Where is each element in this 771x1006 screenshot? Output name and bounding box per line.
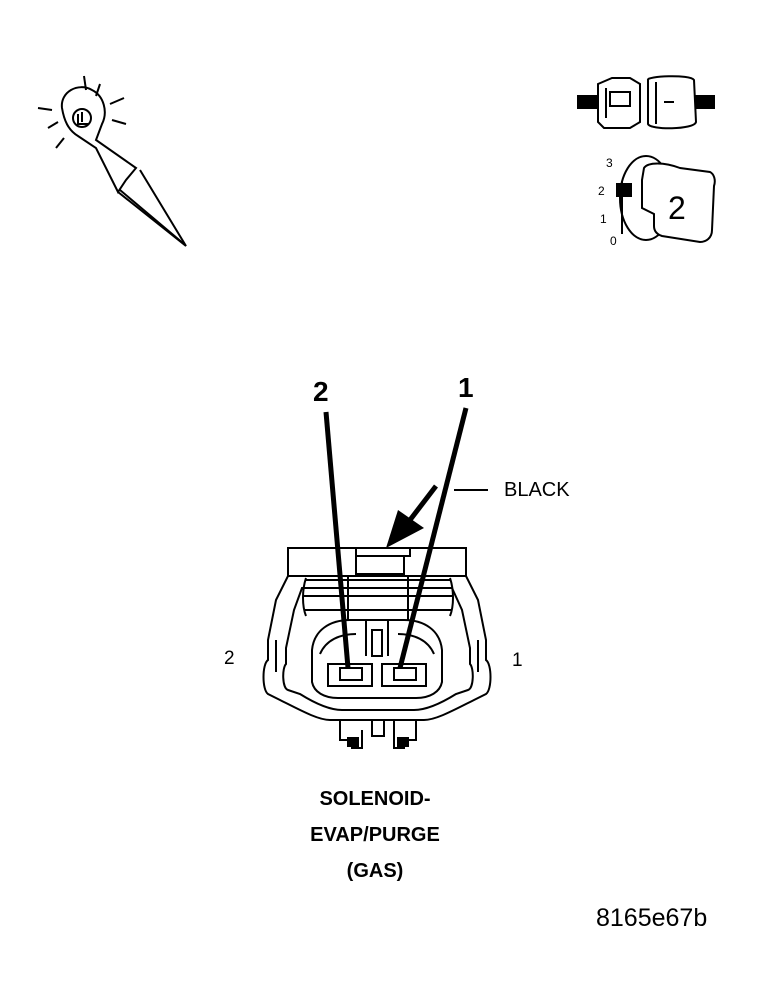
- ignition-key-position: 2: [668, 190, 686, 226]
- callout-pin-1: 1: [458, 372, 474, 403]
- ignition-position-1: 1: [600, 212, 607, 226]
- callout-leader-2: [323, 411, 351, 669]
- component-name-line-2: EVAP/PURGE: [310, 824, 440, 846]
- ignition-position-0: 0: [610, 234, 617, 248]
- wire-color-label: BLACK: [504, 479, 570, 501]
- probe-icon: [37, 75, 187, 247]
- callout-pin-2: 2: [313, 376, 329, 407]
- ignition-switch-icon: [616, 155, 716, 244]
- disconnected-connector-icon: [577, 75, 715, 130]
- component-name-line-1: SOLENOID-: [319, 788, 431, 810]
- connector-body: [262, 547, 492, 749]
- cavity-label-right: 1: [512, 650, 523, 671]
- component-name-line-3: (GAS): [346, 860, 404, 882]
- wire-color-arrow: [386, 484, 488, 548]
- figure-code: 8165e67b: [596, 904, 708, 932]
- ignition-position-2: 2: [598, 184, 605, 198]
- ignition-position-3: 3: [606, 156, 613, 170]
- callout-leader-1: [397, 407, 469, 669]
- cavity-label-left: 2: [224, 648, 235, 669]
